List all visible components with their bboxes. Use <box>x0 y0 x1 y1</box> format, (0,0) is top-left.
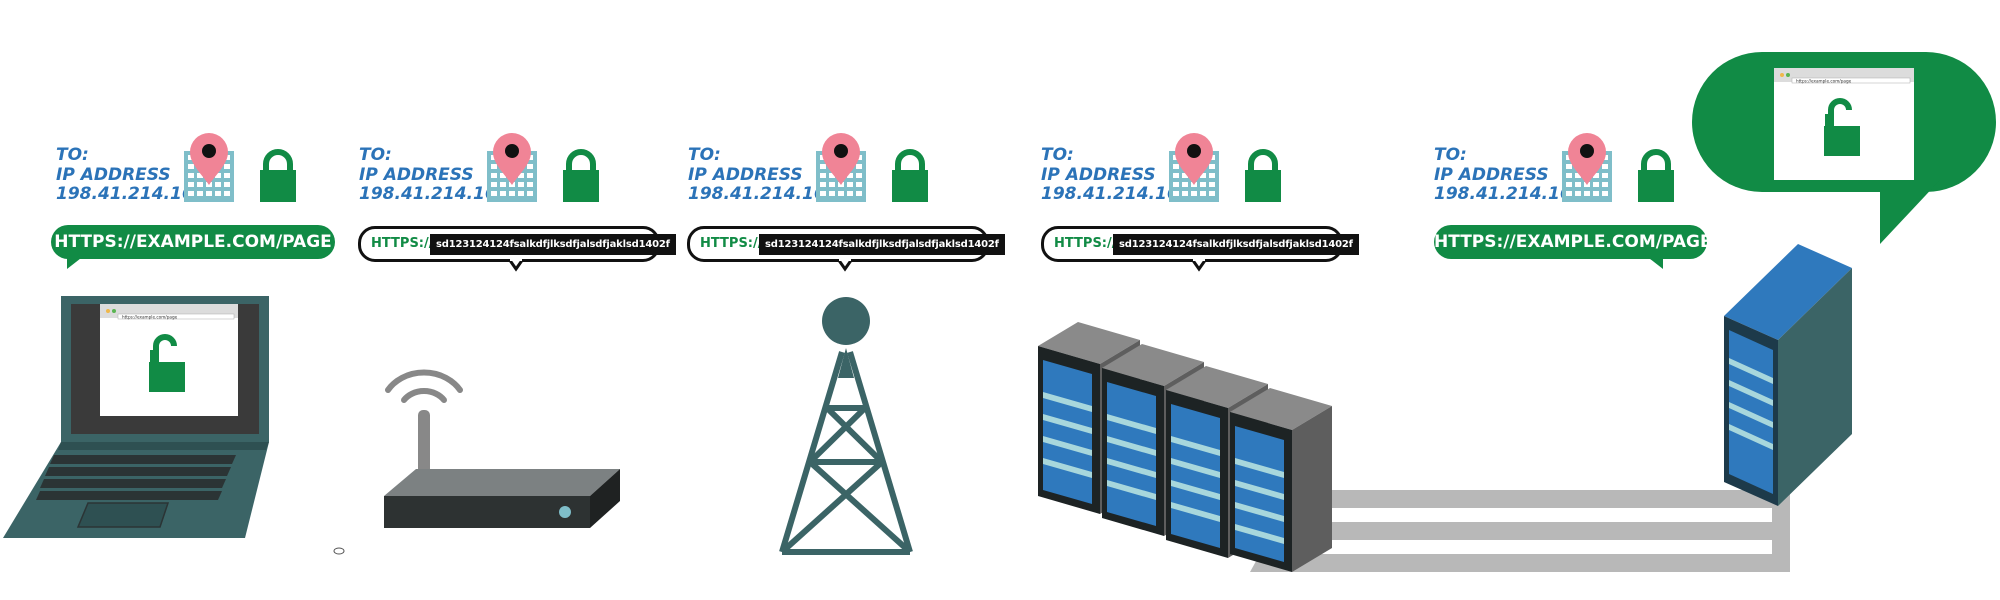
bubble-tail <box>1645 255 1663 269</box>
location-pin-icon <box>822 133 860 185</box>
cell-tower <box>779 297 913 555</box>
server-rack-4 <box>1230 388 1332 572</box>
building-with-pin <box>1166 133 1222 208</box>
url-text: HTTPS://EXAMPLE.COM/PAGE <box>54 232 332 252</box>
location-pin-icon <box>1175 133 1213 185</box>
bubble-tail <box>1192 259 1206 272</box>
hop-5-address: TO: IP ADDRESS 198.41.214.162 <box>1434 145 1584 205</box>
ip-address-label: IP ADDRESS <box>56 164 171 185</box>
padlock-icon <box>890 148 930 207</box>
url-bubble-encrypted: HTTPS:// sd123124124fsalkdfjlksdfjalsdfj… <box>1041 226 1359 272</box>
bubble-tail <box>838 259 852 272</box>
hop-4-address: TO: IP ADDRESS 198.41.214.162 <box>1041 145 1191 205</box>
url-scheme: HTTPS:// <box>371 236 434 251</box>
ip-address-label: IP ADDRESS <box>359 164 474 185</box>
url-scheme: HTTPS:// <box>1054 236 1117 251</box>
padlock-icon <box>1636 148 1676 207</box>
building-with-pin <box>484 133 540 208</box>
to-label: TO: <box>359 145 392 165</box>
open-padlock-icon <box>1824 98 1860 156</box>
to-label: TO: <box>56 145 89 165</box>
bubble-tail <box>1880 180 1940 244</box>
hop-3-address: TO: IP ADDRESS 198.41.214.162 <box>688 145 838 205</box>
url-scheme: HTTPS:// <box>700 236 763 251</box>
location-pin-icon <box>493 133 531 185</box>
encrypted-path: sd123124124fsalkdfjlksdfjalsdfjaklsd1402… <box>759 234 1005 255</box>
ip-address-label: IP ADDRESS <box>1434 164 1549 185</box>
url-bubble-plain: HTTPS://EXAMPLE.COM/PAGE <box>51 225 335 269</box>
building-with-pin <box>1559 133 1615 208</box>
location-pin-icon <box>1568 133 1606 185</box>
wifi-router <box>384 369 620 528</box>
wifi-icon <box>385 369 463 403</box>
browser-window <box>1774 68 1914 180</box>
small-oval-mark <box>333 547 345 555</box>
to-label: TO: <box>1434 145 1467 165</box>
open-padlock-icon <box>149 334 185 392</box>
to-label: TO: <box>688 145 721 165</box>
laptop: https://example.com/page <box>3 296 269 538</box>
url-bubble-plain: HTTPS://EXAMPLE.COM/PAGE <box>1434 225 1712 269</box>
server-speech-bubble: https://example.com/page <box>1692 52 1996 244</box>
url-bubble-encrypted: HTTPS:// sd123124124fsalkdfjlksdfjalsdfj… <box>358 226 676 272</box>
network-cables <box>1250 490 1790 572</box>
building-with-pin <box>813 133 869 208</box>
hop-1-address: TO: IP ADDRESS 198.41.214.162 <box>56 145 206 205</box>
location-pin-icon <box>190 133 228 185</box>
destination-server <box>1724 244 1852 506</box>
url-text: HTTPS://EXAMPLE.COM/PAGE <box>1434 232 1712 252</box>
ip-address-value: 198.41.214.162 <box>1041 184 1191 204</box>
building-with-pin <box>181 133 237 208</box>
encrypted-path: sd123124124fsalkdfjlksdfjalsdfjaklsd1402… <box>1113 234 1359 255</box>
browser-window <box>100 304 238 416</box>
padlock-icon <box>561 148 601 207</box>
hop-2-address: TO: IP ADDRESS 198.41.214.162 <box>359 145 509 205</box>
ip-address-label: IP ADDRESS <box>688 164 803 185</box>
url-bubble-encrypted: HTTPS:// sd123124124fsalkdfjlksdfjalsdfj… <box>687 226 1005 272</box>
to-label: TO: <box>1041 145 1074 165</box>
browser-url: https://example.com/page <box>1796 78 1852 83</box>
isp-servers <box>1038 322 1790 572</box>
ip-address-value: 198.41.214.162 <box>359 184 509 204</box>
bubble-tail <box>67 255 85 269</box>
encrypted-path: sd123124124fsalkdfjlksdfjalsdfjaklsd1402… <box>430 234 676 255</box>
ip-address-value: 198.41.214.162 <box>1434 184 1584 204</box>
padlock-icon <box>1243 148 1283 207</box>
ip-address-label: IP ADDRESS <box>1041 164 1156 185</box>
padlock-icon <box>258 148 298 207</box>
ip-address-value: 198.41.214.162 <box>688 184 838 204</box>
bubble-tail <box>509 259 523 272</box>
browser-url: https://example.com/page <box>122 314 178 319</box>
ip-address-value: 198.41.214.162 <box>56 184 206 204</box>
